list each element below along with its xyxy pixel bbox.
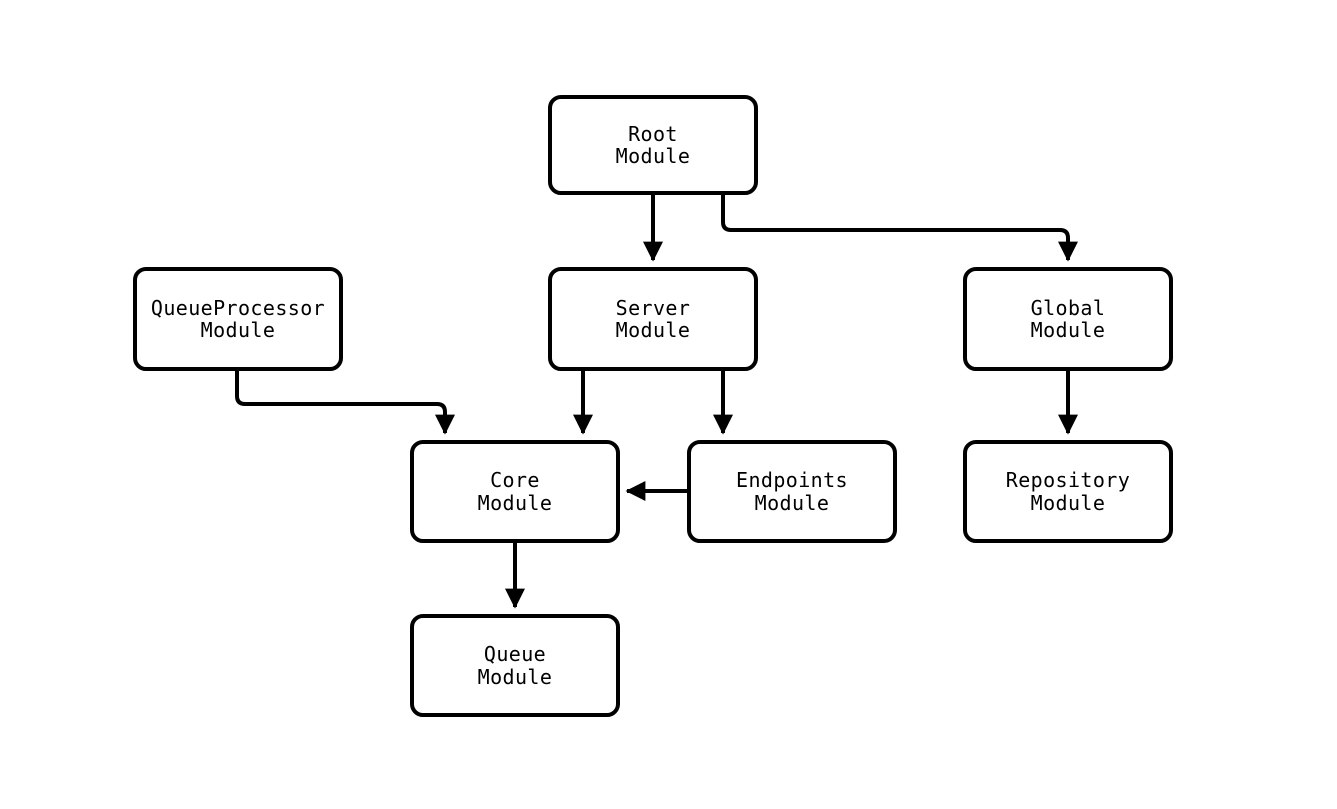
node-queueprocessor-module-label: QueueProcessor Module — [150, 295, 326, 342]
node-root-module[interactable]: Root Module — [548, 95, 758, 195]
node-queue-module-label: Queue Module — [477, 642, 553, 689]
node-global-module[interactable]: Global Module — [963, 267, 1173, 371]
node-repository-module-label: Repository Module — [1005, 468, 1131, 515]
node-root-module-label: Root Module — [615, 121, 691, 168]
node-server-module-label: Server Module — [615, 295, 691, 342]
node-endpoints-module-label: Endpoints Module — [736, 468, 848, 515]
node-global-module-label: Global Module — [1030, 295, 1106, 342]
node-repository-module[interactable]: Repository Module — [963, 440, 1173, 543]
node-server-module[interactable]: Server Module — [548, 267, 758, 371]
node-queue-module[interactable]: Queue Module — [410, 614, 620, 717]
node-core-module-label: Core Module — [477, 468, 553, 515]
edge-queueprocessor-to-core — [235, 371, 455, 435]
node-queueprocessor-module[interactable]: QueueProcessor Module — [133, 267, 343, 371]
node-core-module[interactable]: Core Module — [410, 440, 620, 543]
edge-root-to-global — [721, 195, 1078, 262]
node-endpoints-module[interactable]: Endpoints Module — [687, 440, 897, 543]
